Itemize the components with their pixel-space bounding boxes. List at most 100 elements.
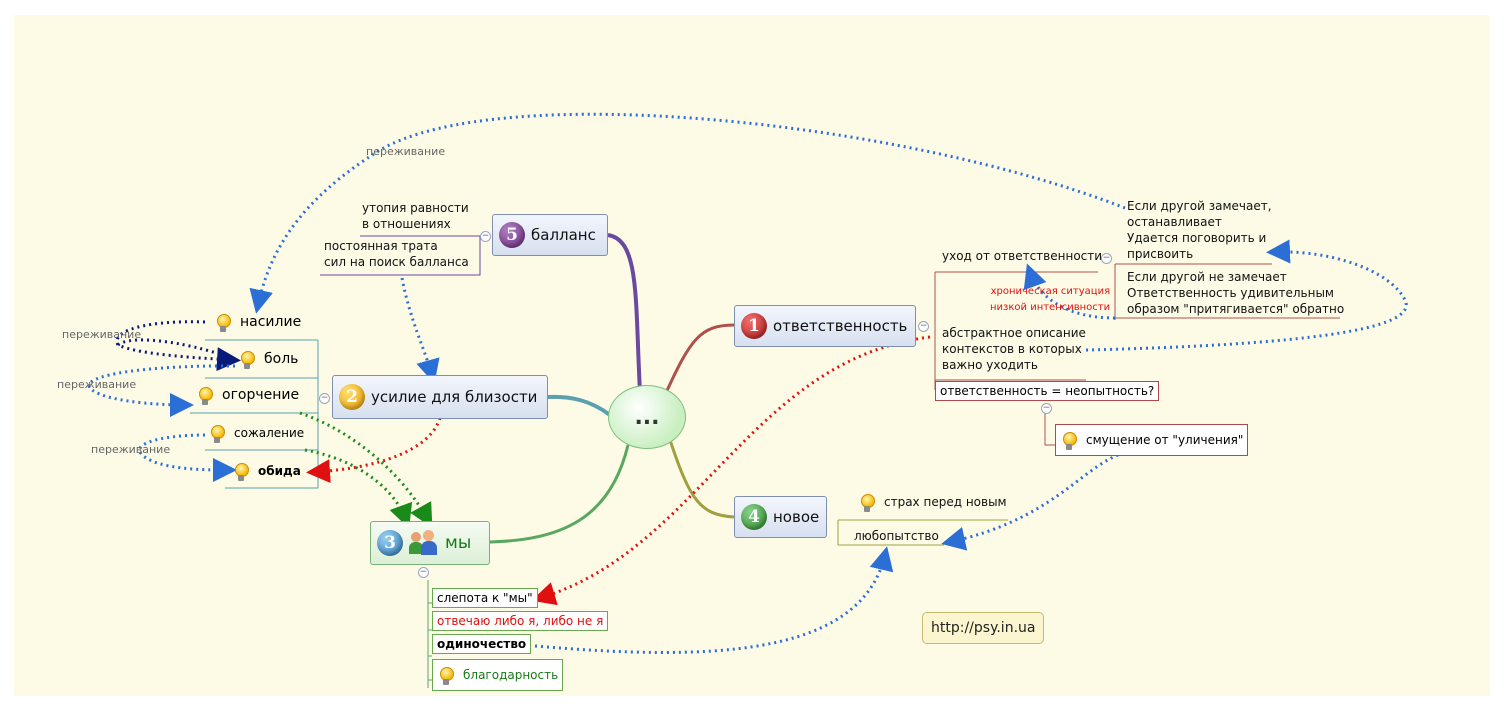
link-center-b2 xyxy=(547,394,612,417)
collapse-icon[interactable]: − xyxy=(1041,403,1052,414)
uhod-label: уход от ответственности xyxy=(942,249,1103,263)
number-5-icon: 5 xyxy=(499,222,525,248)
rel-b5-b2 xyxy=(400,277,440,384)
relation-label-text: переживание xyxy=(91,443,171,456)
link-center-b1 xyxy=(663,323,735,396)
rel-perezh-sozhal xyxy=(138,433,237,482)
obida-label: обида xyxy=(258,464,301,478)
collapse-icon[interactable]: − xyxy=(319,393,330,404)
rel-ogorch-b3 xyxy=(299,411,433,528)
slepota-label: слепота к "мы" xyxy=(437,591,533,605)
rel-abstr-esli xyxy=(1085,239,1408,352)
topic-novoe[interactable]: 4 новое xyxy=(734,496,827,538)
uhod-note[interactable]: уход от ответственности xyxy=(942,248,1102,264)
odinochestvo-node[interactable]: одиночество xyxy=(432,634,532,654)
esli1-line-1: Если другой замечает, xyxy=(1127,199,1272,213)
utopia-line-2: в отношениях xyxy=(362,217,451,231)
abstr-note[interactable]: абстрактное описание контекстов в которы… xyxy=(942,325,1086,373)
slepota-node[interactable]: слепота к "мы" xyxy=(432,588,538,608)
chronic-line-1: хроническая ситуация xyxy=(990,286,1111,297)
collapse-icon[interactable]: − xyxy=(918,321,929,332)
number-3-icon: 3 xyxy=(377,530,403,556)
esli-zamechaet-note[interactable]: Если другой замечает, останавливает Удае… xyxy=(1127,198,1272,262)
relation-label-text: переживание xyxy=(366,145,446,158)
smushenie-node[interactable]: смущение от "уличения" xyxy=(1055,424,1249,456)
bol-label: боль xyxy=(264,351,299,367)
relation-label: переживание xyxy=(62,328,141,341)
sozhalenie-label: сожаление xyxy=(234,426,305,440)
collapse-icon[interactable]: − xyxy=(480,231,491,242)
lightbulb-icon xyxy=(196,383,214,407)
number-2-icon: 2 xyxy=(339,384,365,410)
abstr-line-3: важно уходить xyxy=(942,358,1038,372)
relation-label: переживание xyxy=(57,378,136,391)
number-4-icon: 4 xyxy=(741,504,767,530)
blagodarnost-node[interactable]: благодарность xyxy=(432,659,564,691)
url-box[interactable]: http://psy.in.ua xyxy=(922,612,1045,644)
topic-my[interactable]: 3 мы xyxy=(370,521,490,565)
lightbulb-icon xyxy=(214,310,232,334)
obida-node[interactable]: обида xyxy=(232,459,301,483)
ogorchenie-label: огорчение xyxy=(222,387,300,403)
neopytnost-node[interactable]: ответственность = неопытность? xyxy=(935,381,1160,401)
blagodarnost-label: благодарность xyxy=(463,668,559,682)
odinochestvo-label: одиночество xyxy=(437,637,527,651)
center-label: ... xyxy=(634,404,660,430)
rel-bol-loop xyxy=(117,338,233,360)
topic-otvetstvennost[interactable]: 1 ответственность xyxy=(734,305,916,347)
lightbulb-icon xyxy=(437,663,455,687)
topic-usilie[interactable]: 2 усилие для близости xyxy=(332,375,548,419)
center-topic[interactable]: ... xyxy=(608,385,686,449)
relation-label: переживание xyxy=(366,145,445,158)
link-center-b4 xyxy=(668,439,735,519)
collapse-icon[interactable]: − xyxy=(418,567,429,578)
utopia-note[interactable]: утопия равности в отношениях xyxy=(362,200,469,232)
rel-chronic-uhod xyxy=(1023,263,1116,320)
lightbulb-icon xyxy=(858,490,876,514)
chronic-note[interactable]: хроническая ситуация низкой интенсивност… xyxy=(990,284,1110,316)
strah-note[interactable]: страх перед новым xyxy=(858,490,1007,514)
otvechau-node[interactable]: отвечаю либо я, либо не я xyxy=(432,611,609,631)
abstr-line-2: контекстов в которых xyxy=(942,342,1082,356)
topic-my-label: мы xyxy=(445,533,472,553)
topic-usilie-label: усилие для близости xyxy=(371,388,538,406)
topic-novoe-label: новое xyxy=(773,508,820,526)
collapse-icon[interactable]: − xyxy=(1101,253,1112,264)
esli2-line-3: образом "притягивается" обратно xyxy=(1127,302,1345,316)
topic-otvetstvennost-label: ответственность xyxy=(773,317,908,335)
trata-note[interactable]: постоянная трата сил на поиск балланса xyxy=(324,238,469,270)
topic-ballans-label: балланс xyxy=(531,226,596,244)
relation-label: переживание xyxy=(91,443,170,456)
lightbulb-icon xyxy=(208,421,226,445)
bol-node[interactable]: боль xyxy=(238,347,298,371)
esli1-line-2: останавливает xyxy=(1127,215,1222,229)
sozhalenie-node[interactable]: сожаление xyxy=(208,421,304,445)
esli-ne-zamechaet-note[interactable]: Если другой не замечает Ответственность … xyxy=(1127,269,1344,317)
topic-ballans[interactable]: 5 балланс xyxy=(492,214,608,256)
otvechau-label: отвечаю либо я, либо не я xyxy=(437,614,604,628)
link-center-b5 xyxy=(607,233,642,393)
esli2-line-1: Если другой не замечает xyxy=(1127,270,1287,284)
smushenie-label: смущение от "уличения" xyxy=(1086,433,1244,447)
lubopytstvo-note[interactable]: любопытство xyxy=(854,528,939,544)
lubopytstvo-label: любопытство xyxy=(854,529,939,543)
rel-abstr-slepota xyxy=(531,335,931,606)
nasilie-node[interactable]: насилие xyxy=(214,310,301,334)
rel-smush-lubop xyxy=(941,453,1119,551)
people-icon xyxy=(409,530,439,556)
rel-odinoch-lubop xyxy=(534,546,894,654)
relation-label-text: переживание xyxy=(62,328,142,341)
neopytnost-label: ответственность = неопытность? xyxy=(940,384,1155,398)
rel-perezh-ogorch xyxy=(87,364,236,417)
map-canvas xyxy=(14,15,1490,696)
esli2-line-2: Ответственность удивительным xyxy=(1127,286,1334,300)
trata-line-2: сил на поиск балланса xyxy=(324,255,469,269)
nasilie-label: насилие xyxy=(240,314,302,330)
rel-b2-obida xyxy=(306,417,442,484)
esli1-line-3: Удается поговорить и xyxy=(1127,231,1267,245)
ogorchenie-node[interactable]: огорчение xyxy=(196,383,299,407)
url-label: http://psy.in.ua xyxy=(931,620,1036,636)
abstr-line-1: абстрактное описание xyxy=(942,326,1086,340)
chronic-line-2: низкой интенсивности xyxy=(990,302,1111,313)
